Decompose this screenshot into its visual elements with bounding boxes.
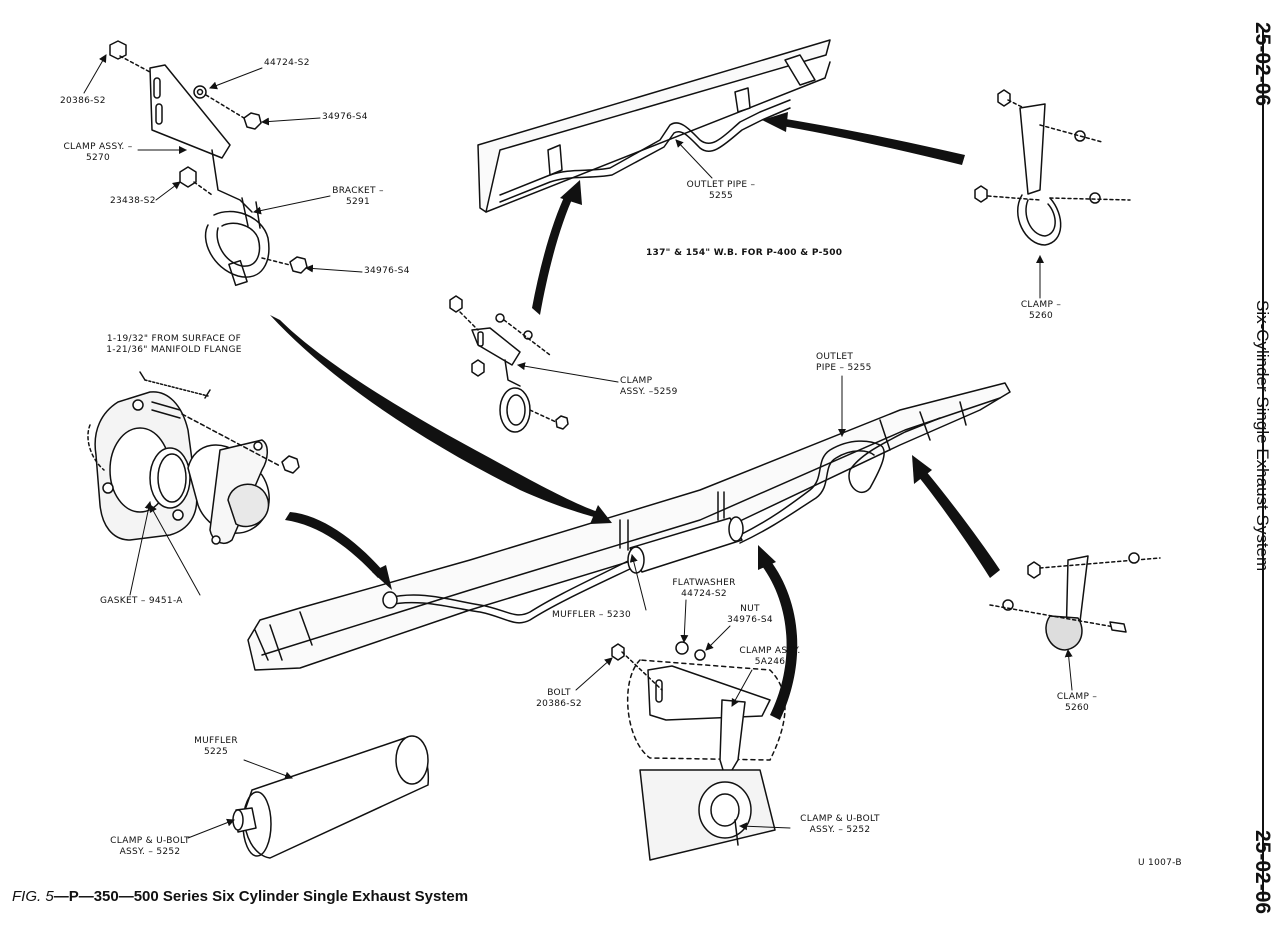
upper-frame-rail xyxy=(477,39,831,213)
main-frame-rail xyxy=(247,382,1011,671)
figure-code: U 1007-B xyxy=(1138,858,1182,868)
label-nut-34976-lower: 34976-S4 xyxy=(364,266,410,276)
label-clamp-5260-lower: CLAMP –5260 xyxy=(1056,692,1098,713)
clamp-5260-upper-assembly xyxy=(974,89,1131,246)
label-washer-44724-top: 44724-S2 xyxy=(264,58,310,68)
page-number-top: 25-02-06 xyxy=(1251,22,1274,107)
label-bracket-5291: BRACKET –5291 xyxy=(332,186,384,207)
main-outlet-pipe xyxy=(382,417,941,624)
muffler-5225-part xyxy=(232,735,430,859)
clamp-5260-lower-assembly xyxy=(989,552,1161,651)
label-clamp-5260-upper: CLAMP –5260 xyxy=(1020,300,1062,321)
label-muffler-5230: MUFFLER – 5230 xyxy=(552,610,631,620)
label-bolt-23438: 23438-S2 xyxy=(110,196,156,206)
section-title: Six-Cylinder Single Exhaust System xyxy=(1253,300,1272,572)
figure-number: FIG. 5 xyxy=(12,888,54,905)
top-left-clamp-assembly xyxy=(109,40,308,287)
clamp-5259-assembly xyxy=(449,295,569,433)
figure-caption: FIG. 5—P—350—500 Series Six Cylinder Sin… xyxy=(12,888,468,905)
label-clamp-assy-5a246: CLAMP ASSY.5A246 xyxy=(739,646,801,667)
label-gasket: GASKET – 9451-A xyxy=(100,596,183,606)
leader-lines xyxy=(83,54,1073,839)
page-number-bottom: 25-02-06 xyxy=(1251,830,1274,915)
label-nut-34976-top: 34976-S4 xyxy=(322,112,368,122)
manifold-flange-assembly xyxy=(87,371,300,545)
label-bolt-20386-top: 20386-S2 xyxy=(60,96,106,106)
clamp-5a246-detail xyxy=(611,641,786,861)
label-clamp-assy-5270: CLAMP ASSY. –5270 xyxy=(63,142,133,163)
label-outlet-pipe-upper: OUTLET PIPE –5255 xyxy=(686,180,756,201)
page-edge-rule xyxy=(1262,30,1264,900)
main-muffler xyxy=(619,491,744,574)
callout-arrows xyxy=(270,112,1000,720)
label-wheelbase-note: 137" & 154" W.B. FOR P-400 & P-500 xyxy=(646,248,843,258)
figure-title: —P—350—500 Series Six Cylinder Single Ex… xyxy=(53,888,469,905)
